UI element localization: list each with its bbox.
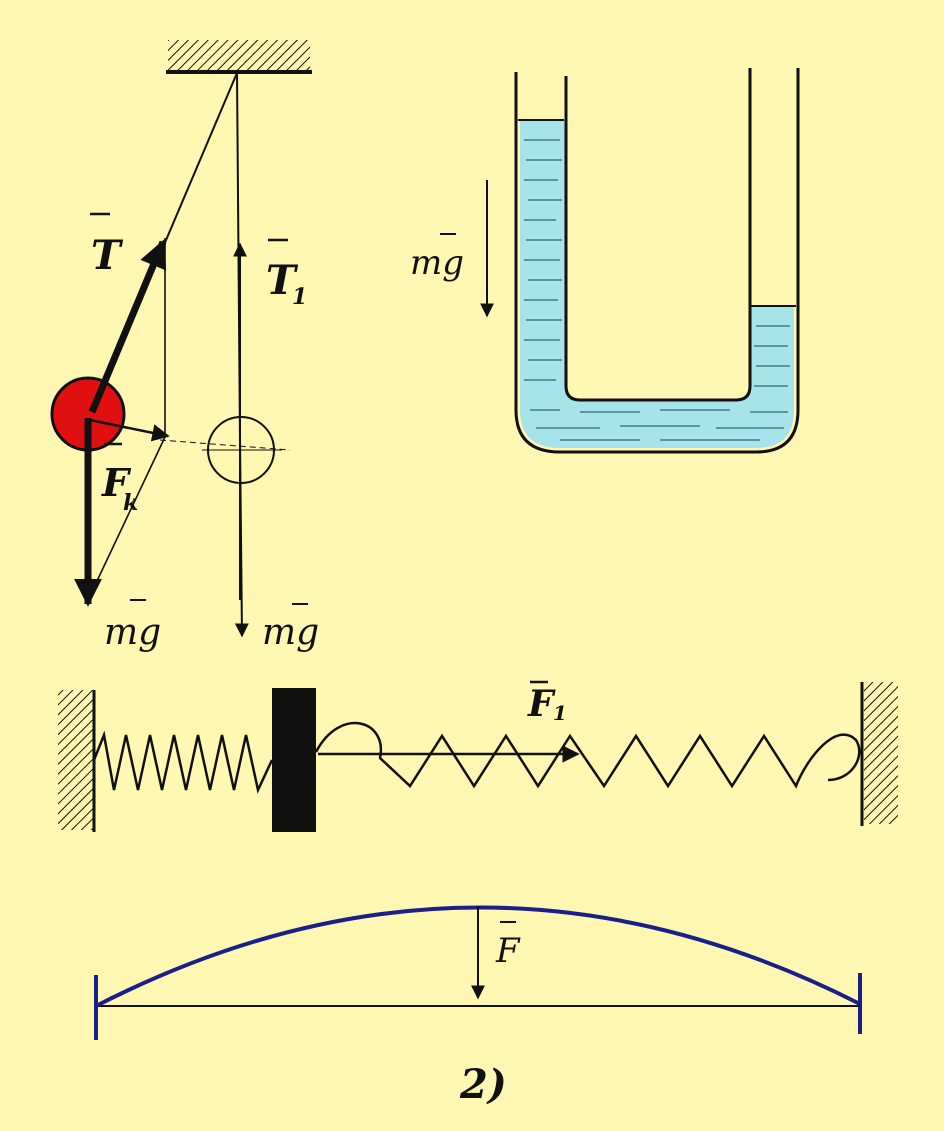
left-wall-hatch <box>58 690 94 830</box>
right-wall-hatch <box>864 682 898 824</box>
svg-text:T: T <box>266 257 299 304</box>
label-mg-right: mg <box>262 603 319 653</box>
tension-T-arrow <box>88 239 167 414</box>
label-Fk: F k <box>101 442 138 516</box>
svg-text:mg: mg <box>104 612 161 653</box>
label-F1: F 1 <box>527 680 567 725</box>
pendulum-figure: T T 1 F k mg mg <box>50 40 319 653</box>
svg-text:1: 1 <box>292 284 307 310</box>
liquid-hatching <box>524 139 790 441</box>
figure-caption: 2) <box>459 1061 507 1108</box>
parallelogram-diagonal-line <box>87 436 166 601</box>
right-spring <box>314 721 861 789</box>
label-T1: T 1 <box>266 238 307 310</box>
label-mg-u-tube: mg <box>410 233 464 283</box>
svg-text:mg: mg <box>262 612 319 653</box>
label-F: F <box>495 921 521 971</box>
u-tube-inner-wall <box>564 68 752 402</box>
ceiling-hatch <box>168 40 310 72</box>
u-tube-outer-wall <box>514 68 800 454</box>
label-T: T <box>90 212 124 279</box>
svg-text:F: F <box>495 931 521 971</box>
oscillating-block <box>272 688 316 832</box>
restoring-force-arrow <box>89 418 170 442</box>
svg-text:mg: mg <box>410 243 464 283</box>
swing-path-line <box>159 439 291 451</box>
label-mg-left: mg <box>104 599 161 653</box>
u-tube-liquid <box>520 120 794 448</box>
svg-text:k: k <box>123 490 138 516</box>
svg-text:F: F <box>527 683 556 725</box>
gravity-right-arrow <box>234 439 249 638</box>
svg-text:1: 1 <box>553 701 567 725</box>
left-spring <box>92 730 274 794</box>
u-tube-figure: mg <box>410 68 800 454</box>
svg-text:T: T <box>91 232 124 279</box>
spring-oscillator-figure: F 1 <box>58 680 898 832</box>
svg-text:F: F <box>101 460 132 505</box>
beam-figure: F <box>94 905 862 1040</box>
